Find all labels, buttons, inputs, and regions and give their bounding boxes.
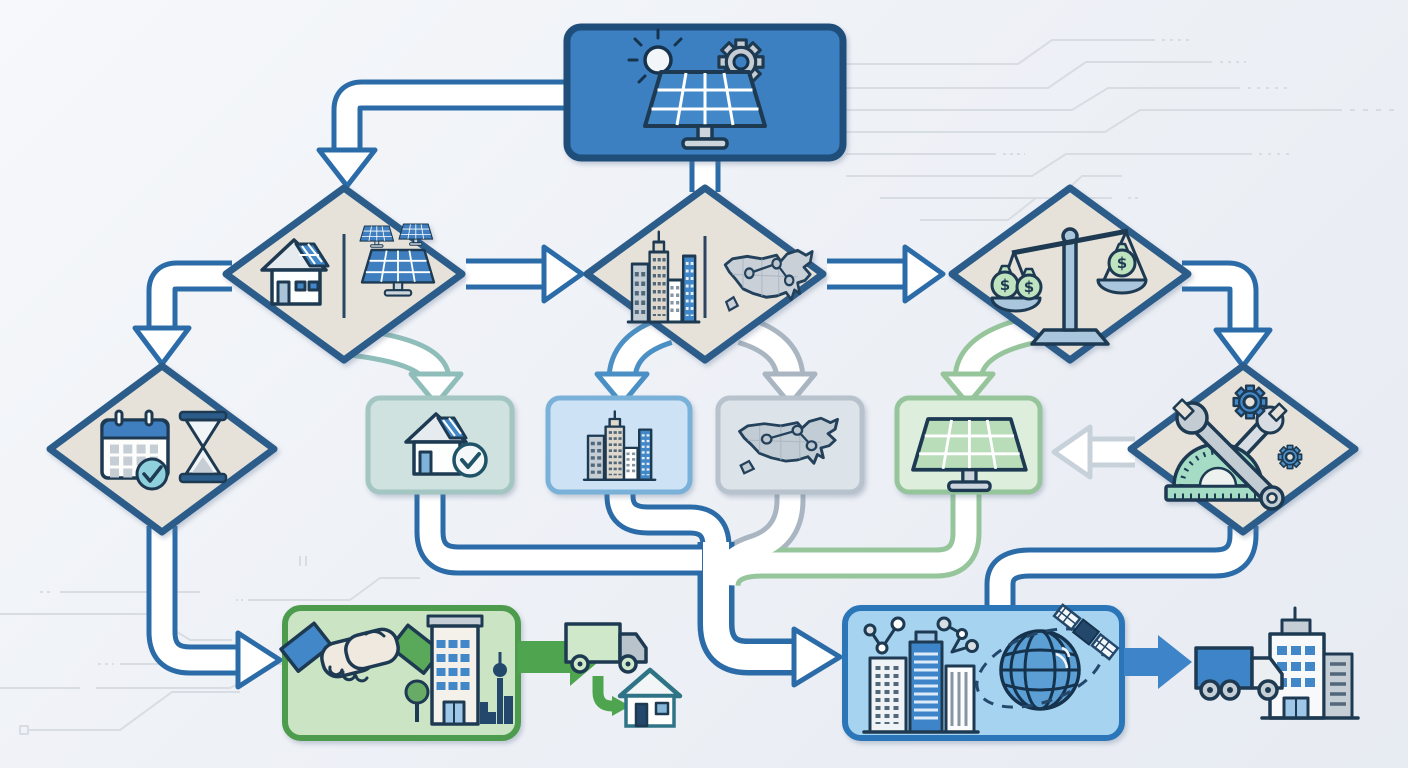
outcome-partnership-delivery [279,605,521,741]
decision-cost-comparison: $ $ $ [948,184,1192,364]
arrowheads [132,147,1273,690]
delivery-truck-icon [564,622,648,674]
gear-icon [717,38,765,86]
solar-house-check-icon [404,412,488,478]
money-bag-icon: $ [1107,242,1137,278]
blue-delivery-arrow [1124,635,1192,689]
decision-engineering-tools [1127,362,1359,536]
decision-city-vs-national [583,184,827,364]
delivery-truck-icon [1194,646,1284,701]
city-skyline-icon [480,652,513,724]
money-bag-icon: $ [990,264,1020,300]
money-bag-icon: $ [1015,267,1043,301]
svg-text:$: $ [1000,276,1010,294]
gear-icon [1277,444,1303,470]
wrench-icon [1172,398,1285,511]
start-solar-program-node [563,23,847,162]
connector-cores [151,84,1254,671]
solar-house-icon [260,238,330,306]
gear-icon [1232,384,1268,420]
svg-text:$: $ [1024,278,1034,296]
balance-scale-icon: $ $ $ [990,227,1148,346]
option-national-deployment [715,395,865,495]
circuit-traces-top-right [846,39,1394,221]
tree-icon [404,679,430,722]
green-curve-arrow [592,676,630,716]
option-city-deployment [545,395,693,495]
check-badge-icon [135,457,169,491]
city-network-icon [862,616,980,734]
office-buildings-icon [1260,606,1360,720]
decision-schedule-timeline [46,362,278,536]
home-icon [617,667,683,728]
option-residential-approved [365,395,515,495]
hourglass-icon [178,410,228,484]
svg-text:$: $ [1117,254,1127,272]
decision-residential-vs-utility [222,184,466,364]
option-panel-deployment [894,395,1043,495]
globe-satellite-icon [975,603,1120,711]
sun-icon [627,28,683,84]
handshake-icon [279,621,443,683]
office-building-icon [426,614,484,726]
outcome-smart-grid-network [842,603,1125,741]
